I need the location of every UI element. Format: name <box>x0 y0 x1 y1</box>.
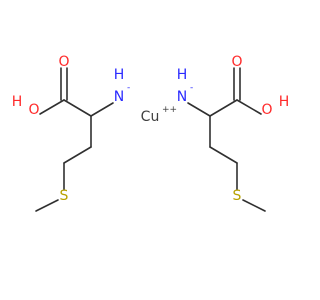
right-sulfur: S <box>233 188 242 204</box>
left-ligand-labels: O H O H N - S <box>12 54 131 204</box>
left-c-calpha-bond <box>63 99 92 117</box>
copper-symbol: Cu <box>141 109 160 125</box>
right-ligand-labels: H N - O O H S <box>177 54 290 204</box>
right-amine-charge: - <box>190 83 193 93</box>
left-hydroxyl-h: H <box>12 94 23 110</box>
right-cbeta-cgamma-bond <box>209 146 238 164</box>
right-calpha-c-bond <box>209 99 238 117</box>
right-carbonyl-oxygen: O <box>231 54 242 70</box>
left-carbonyl-oxygen: O <box>58 54 69 70</box>
left-hydroxyl-o: O <box>28 102 39 118</box>
left-sulfur: S <box>60 188 69 204</box>
left-c-oh-bond <box>39 99 65 115</box>
right-s-methyl-bond <box>242 199 266 212</box>
left-calpha-n-bond <box>90 102 114 117</box>
left-cbeta-cgamma-bond <box>63 146 92 164</box>
left-s-methyl-bond <box>35 199 59 212</box>
right-c-oh-bond <box>236 99 262 115</box>
right-amine-n: N <box>177 89 187 105</box>
right-hydroxyl-h: H <box>279 94 290 110</box>
structure-diagram: O H O H N - S Cu ++ H N - O O H S <box>12 54 290 212</box>
left-amine-h: H <box>114 67 125 83</box>
copper-charge: ++ <box>162 105 177 115</box>
right-n-calpha-bond <box>187 102 211 117</box>
left-ligand-bonds <box>35 67 114 212</box>
right-ligand-bonds <box>187 67 266 212</box>
left-amine-n: N <box>114 89 124 105</box>
left-amine-charge: - <box>127 83 130 93</box>
right-amine-h: H <box>177 67 188 83</box>
copper-ion: Cu ++ <box>141 105 177 125</box>
right-hydroxyl-o: O <box>261 102 272 118</box>
